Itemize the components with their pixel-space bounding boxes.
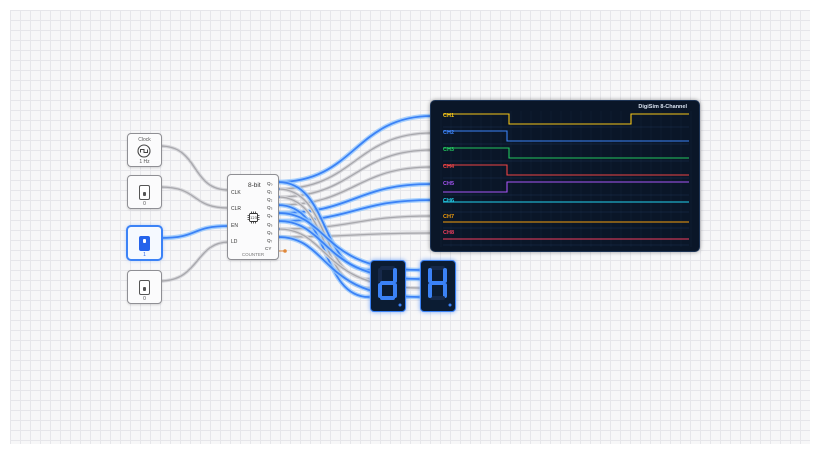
scope-title: DigiSim 8-Channel [638,104,687,110]
oscilloscope[interactable]: DigiSim 8-Channel CH1 CH2 CH3 CH4 CH5 CH… [430,100,700,252]
pin-q5: Q₅ [267,222,273,227]
toggle-switch-icon [139,185,150,200]
toggle-switch-icon [139,280,150,295]
channel-label-5: CH5 [443,181,455,187]
channel-label-8: CH8 [443,230,455,236]
switch-clr[interactable]: 0 [127,175,162,209]
decimal-point [398,303,402,307]
counter-chip[interactable]: 8-bit 123 CLK CLR EN LD Q₀ Q₁ Q₂ Q₃ Q₄ Q… [227,174,279,260]
pin-ld: LD [231,239,238,245]
chip-icon: 123 [247,211,260,224]
trace-ch2 [443,130,689,142]
trace-ch5 [443,181,689,193]
switch-clr-value: 0 [143,201,146,207]
seven-segment-display-low[interactable] [420,260,456,312]
switch-ld-value: 0 [143,296,146,302]
channel-label-6: CH6 [443,198,455,204]
trace-ch1 [443,113,689,125]
pin-clr: CLR [231,206,242,212]
channel-label-2: CH2 [443,130,455,136]
scope-traces [440,111,692,247]
decimal-point [448,303,452,307]
clock-frequency: 1 Hz [139,159,150,165]
pin-q0: Q₀ [267,181,273,186]
channel-label-3: CH3 [443,147,455,153]
pin-en: EN [231,223,238,229]
switch-ld[interactable]: 0 [127,270,162,304]
clock-icon [137,144,151,158]
svg-text:123: 123 [250,216,257,220]
channel-label-1: CH1 [443,113,455,119]
switch-en-value: 1 [143,252,146,258]
trace-ch3 [443,147,689,159]
trace-ch4 [443,164,689,176]
seven-segment-display-high[interactable] [370,260,406,312]
clock-source[interactable]: Clock 1 Hz [127,133,162,167]
pin-q6: Q₆ [267,230,273,235]
clock-title: Clock [138,137,151,143]
pin-cy: CY [265,246,272,251]
counter-title: 8-bit [248,182,261,189]
switch-en[interactable]: 1 [127,226,162,260]
channel-label-7: CH7 [443,214,455,220]
pin-q4: Q₄ [267,213,273,218]
pin-q2: Q₂ [267,197,273,202]
seven-segment-digit [428,266,452,307]
pin-clk: CLK [231,190,241,196]
pin-q1: Q₁ [267,189,273,194]
pin-q3: Q₃ [267,205,273,210]
toggle-switch-icon [139,236,150,251]
seven-segment-digit [378,266,402,307]
channel-label-4: CH4 [443,164,455,170]
pin-q7: Q₇ [267,238,273,243]
counter-footer: COUNTER [241,252,265,257]
